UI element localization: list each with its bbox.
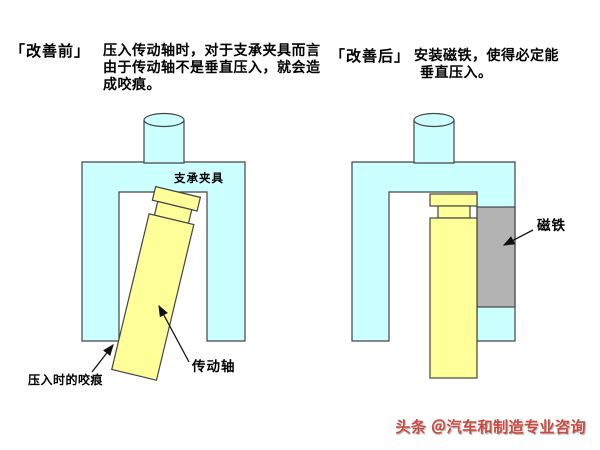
before-header: 「改善前」 bbox=[10, 44, 91, 60]
after-shaft-group bbox=[429, 193, 478, 379]
before-shaft-group bbox=[111, 185, 202, 381]
after-header: 「改善后」 bbox=[330, 49, 411, 65]
after-press-cylinder-top bbox=[413, 112, 455, 128]
after-description: 安装磁铁，使得必定能 垂直压入。 bbox=[414, 48, 559, 82]
watermark: 头条 ＠汽车和制造专业咨询 bbox=[395, 419, 586, 436]
before-description-line: 成咬痕。 bbox=[103, 78, 161, 93]
shaft-arrow bbox=[158, 304, 190, 363]
before-press-cylinder-top bbox=[143, 112, 185, 128]
bite-mark-label: 压入时的咬痕 bbox=[28, 373, 104, 387]
before-fixture-shape bbox=[81, 161, 246, 342]
before-description-line: 由于传动轴不是垂直压入，就会造 bbox=[103, 61, 321, 76]
before-shaft-body bbox=[111, 213, 195, 381]
after-shaft-flange bbox=[429, 193, 478, 207]
magnet-shape bbox=[476, 206, 516, 308]
after-press-cylinder-body bbox=[413, 120, 455, 164]
before-description-line: 压入传动轴时，对于支承夹具而言 bbox=[103, 44, 321, 59]
after-shaft-body bbox=[429, 217, 478, 379]
magnet-label: 磁铁 bbox=[537, 218, 566, 233]
fixture-label: 支承夹具 bbox=[174, 173, 224, 185]
before-description: 压入传动轴时，对于支承夹具而言 由于传动轴不是垂直压入，就会造 成咬痕。 bbox=[103, 43, 321, 94]
after-description-line: 安装磁铁，使得必定能 bbox=[414, 49, 559, 64]
bite-mark-arrow bbox=[91, 343, 114, 373]
before-press-cylinder-body bbox=[143, 120, 185, 164]
magnet-arrow bbox=[502, 229, 534, 246]
after-description-line: 垂直压入。 bbox=[420, 66, 493, 81]
after-shaft-neck bbox=[437, 205, 471, 219]
shaft-label: 传动轴 bbox=[192, 359, 236, 374]
